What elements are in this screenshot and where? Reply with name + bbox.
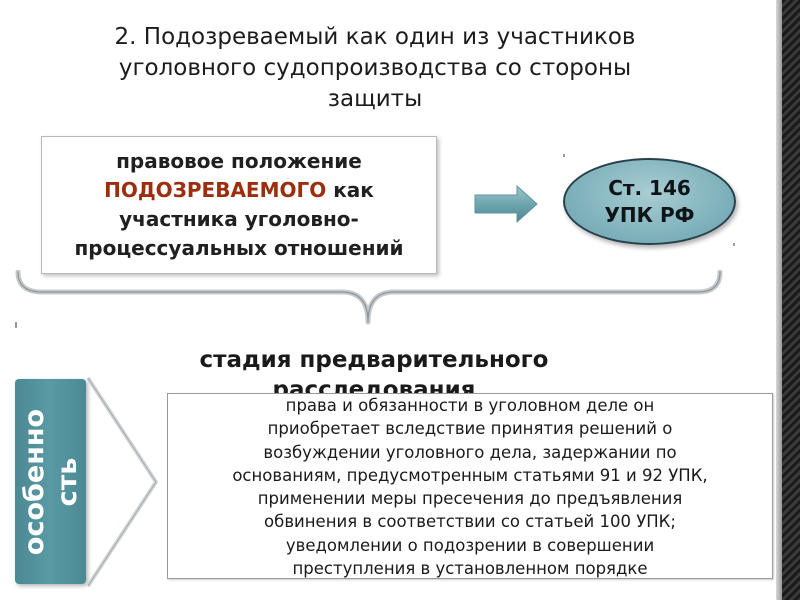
decorative-tick [563, 154, 565, 157]
rights-line: возбуждении уголовного дела, задержании … [263, 442, 677, 462]
chevron-right-icon [86, 376, 158, 588]
article-line-2: УПК РФ [604, 202, 695, 227]
rights-line: преступления в установленном порядке [292, 559, 648, 579]
curly-brace [15, 270, 723, 325]
rights-line: приобретает вследствие принятия решений … [267, 419, 673, 439]
decorative-tick [733, 243, 735, 246]
feature-tab-line-1: особенно [18, 408, 50, 555]
rights-and-duties-box: права и обязанности в уголовном деле он … [167, 393, 773, 579]
stage-line-1: стадия предварительного [199, 347, 549, 373]
rights-line: обвинения в соответствии со статьей 100 … [264, 512, 676, 532]
legal-status-line-1: правовое положение [116, 149, 362, 173]
feature-tab-line-2: сть [51, 457, 83, 506]
feature-tab: особенно сть [15, 379, 86, 584]
article-line-1: Ст. 146 [608, 175, 691, 200]
slide-title: 2. Подозреваемый как один из участников … [55, 22, 695, 115]
rights-line: уведомлении о подозрении в совершении [285, 535, 655, 555]
slide-right-edge [776, 0, 782, 600]
suspect-accent-text: ПОДОЗРЕВАЕМОГО [104, 178, 327, 202]
article-146-oval: Ст. 146 УПК РФ [563, 158, 736, 245]
legal-status-line-3: участника уголовно- [119, 207, 359, 231]
stage-line-2: расследования [272, 377, 476, 394]
legal-status-box: правовое положение ПОДОЗРЕВАЕМОГО как уч… [41, 136, 437, 274]
feature-tab-text: особенно сть [18, 408, 84, 554]
rights-line: права и обязанности в уголовном деле он [285, 396, 655, 415]
stage-title: стадия предварительного расследования [134, 345, 614, 394]
right-arrow-icon [474, 184, 538, 224]
title-line-1: 2. Подозреваемый как один из участников [114, 24, 636, 50]
rights-line: основаниям, предусмотренным статьями 91 … [232, 465, 708, 485]
slide-decorative-strip [782, 0, 800, 600]
legal-status-line-2-rest: как [326, 178, 374, 202]
title-line-3: защиты [327, 86, 423, 112]
title-line-2: уголовного судопроизводства со стороны [118, 55, 632, 81]
decorative-tick [15, 322, 17, 328]
rights-line: применении меры пресечения до предъявлен… [257, 489, 683, 509]
legal-status-line-4: процессуальных отношений [74, 236, 404, 260]
legal-status-line-2: ПОДОЗРЕВАЕМОГО как [74, 176, 403, 205]
